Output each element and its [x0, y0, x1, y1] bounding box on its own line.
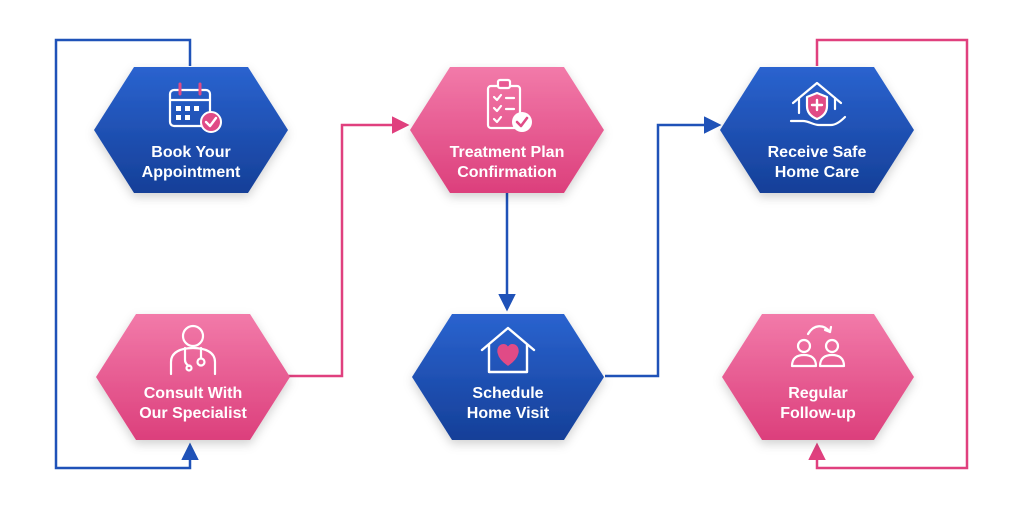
node-consult-label-line1: Consult With [144, 385, 243, 402]
node-schedule-home-visit[interactable] [412, 314, 604, 440]
calendar-check-icon [168, 82, 222, 133]
node-consult-label-line2: Our Specialist [139, 405, 247, 422]
node-consult-specialist[interactable] [96, 314, 290, 440]
node-treatment-label-line1: Treatment Plan [450, 144, 565, 161]
edge-receive-to-followup [808, 38, 969, 470]
connectors [54, 38, 969, 470]
node-book-appointment[interactable] [94, 67, 288, 193]
node-regular-followup[interactable] [722, 314, 914, 440]
node-receive-label-line1: Receive Safe [768, 144, 867, 161]
node-treatment-label-line2: Confirmation [457, 164, 557, 181]
node-treatment-plan[interactable] [410, 67, 604, 193]
home-heart-icon [480, 326, 536, 374]
home-care-shield-icon [789, 81, 847, 127]
clipboard-check-icon [486, 78, 532, 132]
doctor-icon [169, 324, 217, 376]
node-followup-label-line1: Regular [788, 385, 848, 402]
node-schedule-label-line2: Home Visit [467, 405, 550, 422]
node-receive-label-line2: Home Care [775, 164, 860, 181]
edge-schedule-to-receive [605, 116, 722, 378]
node-followup-label-line2: Follow-up [780, 405, 856, 422]
node-book-label-line2: Appointment [142, 164, 241, 181]
node-book-label-line1: Book Your [151, 144, 230, 161]
users-refresh-icon [790, 325, 846, 368]
node-schedule-label-line1: Schedule [472, 385, 543, 402]
edge-book-to-consult [54, 38, 199, 470]
edge-consult-to-treatment [287, 116, 410, 378]
node-receive-home-care[interactable] [720, 67, 914, 193]
